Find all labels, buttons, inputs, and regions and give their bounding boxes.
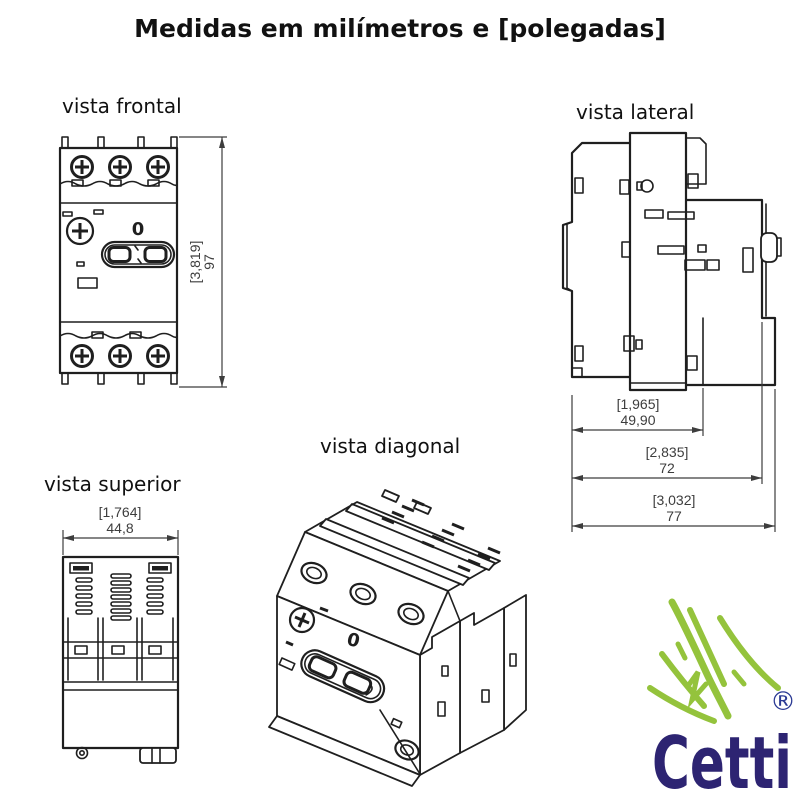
diagonal-view-drawing: 0 [262,458,532,788]
front-toggle-switch [102,242,174,267]
side-dim-49: [1,965] 49,90 [572,388,703,532]
diagonal-view-label: vista diagonal [320,434,461,458]
top-vent-slats [76,574,163,620]
diagonal-toggle-switch [297,646,388,706]
side-dim3-mm: 77 [666,508,682,524]
cetti-logo-text: Cetti [652,721,792,800]
top-terminal-posts [63,618,178,680]
top-width-dimension: [1,764] 44,8 [63,504,178,555]
cetti-logo-scribble [650,602,778,721]
front-view-breaker-outline: 0 [60,137,177,384]
front-bottom-screws [72,346,169,367]
side-dim-72: [2,835] 72 [572,322,762,484]
top-dim-mm: 44,8 [106,520,133,536]
side-dim1-inches: [1,965] [617,396,660,412]
top-view-drawing: [1,764] 44,8 [42,504,207,778]
side-dim2-mm: 72 [659,460,675,476]
front-dim-mm: 97 [201,254,217,270]
side-dim3-inches: [3,032] [653,492,696,508]
diagonal-vent-hatches [382,500,500,571]
front-view-drawing: 0 [42,123,242,408]
front-view-label: vista frontal [62,94,182,118]
front-height-dimension: [3,819] 97 [179,137,227,387]
side-view-breaker-outline [563,133,781,390]
side-dim-77: [3,032] 77 [572,389,775,532]
side-dim2-inches: [2,835] [646,444,689,460]
side-view-drawing: [1,965] 49,90 [2,835] 72 [3,032] 77 [550,118,798,543]
top-view-breaker-outline [63,557,178,763]
diagonal-view-breaker: 0 [269,490,526,786]
front-adjuster-screw [67,218,93,244]
diagonal-terminal-holes [298,559,426,628]
diagonal-switch-zero: 0 [345,629,362,652]
top-dim-inches: [1,764] [99,504,142,520]
front-switch-zero: 0 [132,219,145,240]
front-dim-inches: [3,819] [187,241,203,284]
top-view-label: vista superior [44,472,181,496]
side-view-label: vista lateral [576,100,695,124]
cetti-logo: ® Cetti [632,588,796,800]
registered-mark: ® [770,687,796,717]
diagonal-adjuster-screw [290,608,314,632]
side-dim1-mm: 49,90 [620,412,655,428]
front-top-screws [72,157,169,178]
page-title: Medidas em milímetros e [polegadas] [134,14,666,43]
